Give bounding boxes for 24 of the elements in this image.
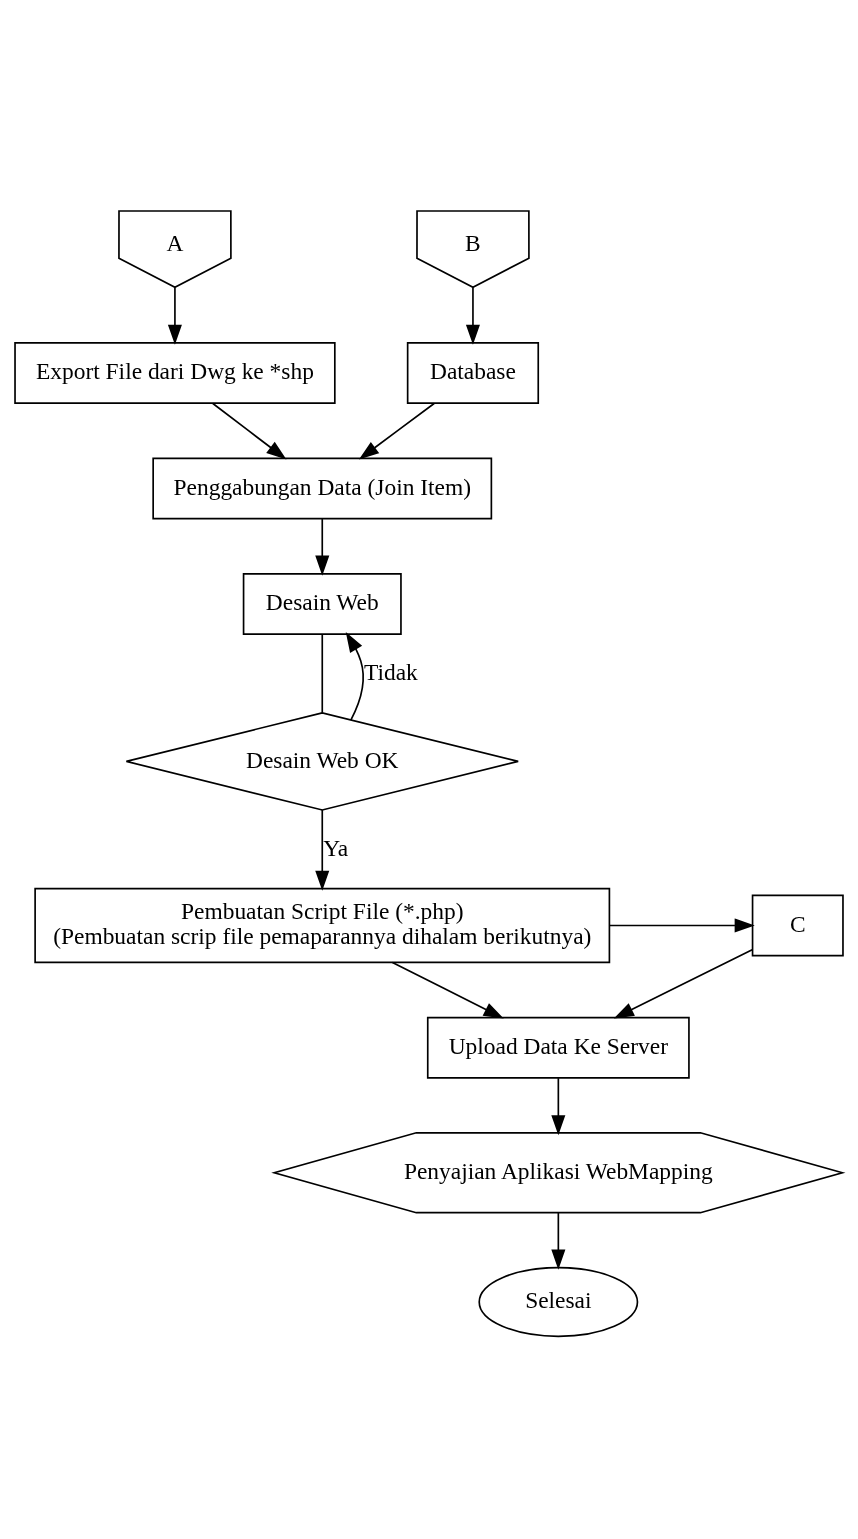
edge-label: Ya [323, 834, 349, 861]
node-box: Pembuatan Script File (*.php) (Pembuatan scrip file pemaparannya dihalam berikutnya) [34, 887, 611, 964]
node-box: Desain Web [242, 573, 402, 635]
node-box: Export File dari Dwg ke *shp [14, 342, 336, 404]
arrow [465, 286, 480, 345]
arrow [551, 1077, 566, 1136]
arrow [315, 518, 330, 576]
node-ellipse: Selesai [478, 1266, 639, 1338]
node-box: Upload Data Ke Server [426, 1016, 690, 1079]
arrow [608, 918, 755, 933]
arrow [345, 632, 364, 721]
node-box: Database [406, 342, 540, 404]
arrow [315, 809, 330, 891]
arrow [212, 402, 287, 460]
node-diamond: Desain Web OK [125, 711, 519, 811]
arrow [551, 1212, 566, 1270]
arrow [613, 948, 753, 1019]
node-box: C [751, 894, 844, 957]
arrow [391, 961, 504, 1019]
arrow [358, 402, 435, 460]
connector [321, 633, 324, 714]
edge-label: Tidak [363, 658, 418, 685]
node-box: Penggabungan Data (Join Item) [152, 457, 493, 520]
arrow [167, 286, 182, 345]
